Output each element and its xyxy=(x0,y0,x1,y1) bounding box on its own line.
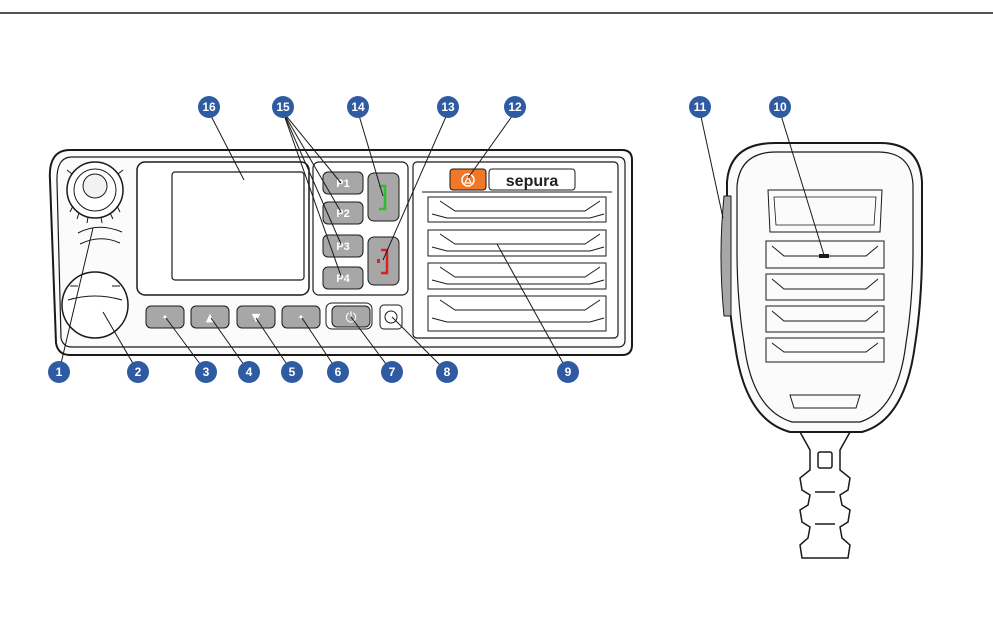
callout-number: 15 xyxy=(276,100,290,114)
callout-9: 9 xyxy=(557,361,579,383)
red-end-button[interactable] xyxy=(368,237,399,285)
callout-7: 7 xyxy=(381,361,403,383)
right-softkey-button[interactable]: • xyxy=(282,306,320,328)
callout-11: 11 xyxy=(689,96,711,118)
navigation-dial[interactable] xyxy=(62,272,128,338)
up-button[interactable]: ▲ xyxy=(191,306,229,328)
p4-button[interactable]: P4 xyxy=(323,267,363,289)
power-button[interactable]: ⏻ xyxy=(326,303,372,329)
callout-number: 16 xyxy=(202,100,216,114)
callout-16: 16 xyxy=(198,96,220,118)
callout-number: 11 xyxy=(694,100,707,114)
callout-number: 7 xyxy=(389,365,396,379)
callout-12: 12 xyxy=(504,96,526,118)
red-dot-icon xyxy=(377,259,380,263)
p3-label: P3 xyxy=(336,241,349,253)
down-button[interactable]: ▼ xyxy=(237,306,275,328)
status-led xyxy=(380,305,402,329)
callout-number: 9 xyxy=(565,365,572,379)
brand-badge: sepura xyxy=(489,169,575,190)
dot-icon: • xyxy=(298,311,305,324)
microphone-cable xyxy=(800,432,850,558)
callout-15: 15 xyxy=(272,96,294,118)
callout-number: 6 xyxy=(335,365,342,379)
callout-number: 12 xyxy=(508,100,522,114)
p2-label: P2 xyxy=(336,208,349,220)
emergency-button[interactable] xyxy=(450,169,486,190)
green-call-button[interactable] xyxy=(368,173,399,221)
callout-number: 14 xyxy=(351,100,365,114)
callout-number: 3 xyxy=(203,365,210,379)
left-softkey-button[interactable]: • xyxy=(146,306,184,328)
control-head: P1 P2 P3 P4 • ▲ xyxy=(50,150,632,355)
callout-1: 1 xyxy=(48,361,70,383)
callout-4: 4 xyxy=(238,361,260,383)
p2-button[interactable]: P2 xyxy=(323,202,363,224)
callout-number: 10 xyxy=(773,100,787,114)
callout-14: 14 xyxy=(347,96,369,118)
callout-2: 2 xyxy=(127,361,149,383)
power-icon: ⏻ xyxy=(345,310,356,326)
callout-number: 8 xyxy=(444,365,451,379)
callout-8: 8 xyxy=(436,361,458,383)
callout-3: 3 xyxy=(195,361,217,383)
callout-6: 6 xyxy=(327,361,349,383)
callout-number: 13 xyxy=(441,100,455,114)
p4-label: P4 xyxy=(336,273,350,285)
brand-logo: sepura xyxy=(506,173,559,190)
callout-13: 13 xyxy=(437,96,459,118)
callout-5: 5 xyxy=(281,361,303,383)
down-arrow-icon: ▼ xyxy=(252,311,261,324)
callout-10: 10 xyxy=(769,96,791,118)
dot-icon: • xyxy=(162,311,169,324)
callout-number: 4 xyxy=(246,365,253,379)
display-screen xyxy=(172,172,304,280)
p3-button[interactable]: P3 xyxy=(323,235,363,257)
callout-number: 5 xyxy=(289,365,296,379)
callout-number: 2 xyxy=(135,365,142,379)
microphone xyxy=(721,143,922,558)
callout-number: 1 xyxy=(56,365,63,379)
